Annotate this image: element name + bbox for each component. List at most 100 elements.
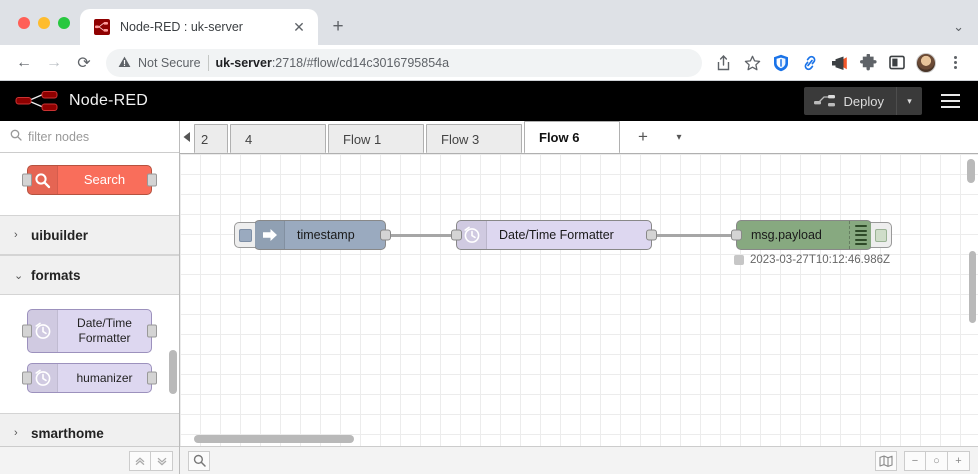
flow-tab-4[interactable]: 4 xyxy=(230,124,326,153)
canvas-vertical-scrollbar[interactable] xyxy=(967,159,975,183)
node-input-port xyxy=(22,173,32,187)
deploy-main-area[interactable]: Deploy xyxy=(804,87,896,115)
flow-node-inject-timestamp[interactable]: timestamp xyxy=(234,220,391,250)
url-path: :2718/#flow/cd14c3016795854a xyxy=(271,55,450,70)
address-bar-url: uk-server:2718/#flow/cd14c3016795854a xyxy=(216,56,450,70)
expand-all-icon[interactable] xyxy=(151,450,173,471)
node-red-app: Node-RED Deploy ▾ xyxy=(0,81,978,474)
deploy-label: Deploy xyxy=(843,93,884,109)
palette-category-formats[interactable]: ⌄ formats xyxy=(0,255,179,295)
flow-node-datetime-formatter[interactable]: Date/Time Formatter xyxy=(451,220,657,250)
search-icon xyxy=(10,129,22,144)
workspace-footer: − ○ + xyxy=(180,446,978,474)
shield-extension-icon[interactable] xyxy=(768,50,794,76)
back-button[interactable]: ← xyxy=(16,53,32,71)
reload-button[interactable]: ⟳ xyxy=(77,54,91,72)
tab-scroll-left-button[interactable] xyxy=(180,121,194,153)
chevron-right-icon: › xyxy=(14,229,18,241)
deploy-icon xyxy=(813,95,835,107)
inject-trigger-button[interactable] xyxy=(234,222,255,248)
palette-vertical-scrollbar[interactable] xyxy=(169,350,177,394)
tabstrip-chevron-down-icon[interactable]: ⌄ xyxy=(953,19,964,34)
palette-group-search: Search xyxy=(0,153,179,215)
close-window-button[interactable] xyxy=(18,17,30,29)
magnifier-icon xyxy=(28,166,58,194)
canvas-horizontal-scrollbar[interactable] xyxy=(194,435,354,443)
palette-node-humanizer[interactable]: humanizer xyxy=(22,363,157,393)
chevron-down-icon: ⌄ xyxy=(14,269,24,282)
profile-avatar[interactable] xyxy=(913,50,939,76)
browser-tab[interactable]: Node-RED : uk-server ✕ xyxy=(80,9,318,45)
flow-tab-flow-1[interactable]: Flow 1 xyxy=(328,124,424,153)
flow-tab-2[interactable]: 2 xyxy=(194,124,228,153)
browser-toolbar: ← → ⟳ Not Secure uk-server:2718/#flow/cd… xyxy=(0,45,978,81)
collapse-all-icon[interactable] xyxy=(129,450,151,471)
clock-icon xyxy=(28,310,58,352)
node-output-port[interactable] xyxy=(646,229,657,241)
search-flows-icon[interactable] xyxy=(188,450,210,471)
flow-list-chevron-down-icon[interactable]: ▾ xyxy=(676,131,682,143)
puzzle-extensions-icon[interactable] xyxy=(855,50,881,76)
new-tab-button[interactable]: + xyxy=(332,16,344,37)
maximize-window-button[interactable] xyxy=(58,17,70,29)
node-red-body: filter nodes Search xyxy=(0,121,978,474)
inject-arrow-icon xyxy=(255,221,285,249)
toolbar-icons xyxy=(710,50,968,76)
deploy-button[interactable]: Deploy ▾ xyxy=(803,87,922,115)
flow-canvas[interactable]: timestamp Date/Time F xyxy=(180,154,978,446)
palette-node-label: Search xyxy=(83,171,126,187)
node-output-port[interactable] xyxy=(380,229,391,241)
node-input-port xyxy=(22,371,32,385)
palette-footer xyxy=(0,446,179,474)
browser-tabstrip: Node-RED : uk-server ✕ + ⌄ xyxy=(0,0,978,45)
node-red-logo[interactable]: Node-RED xyxy=(14,89,148,113)
wire-inject-to-formatter xyxy=(386,234,471,237)
flow-tab-flow-6[interactable]: Flow 6 xyxy=(524,121,620,153)
sidepanel-icon[interactable] xyxy=(884,50,910,76)
close-tab-button[interactable]: ✕ xyxy=(293,18,305,35)
node-output-port xyxy=(147,371,157,385)
node-input-port[interactable] xyxy=(731,229,742,241)
forward-button[interactable]: → xyxy=(46,53,62,71)
chrome-menu-icon[interactable] xyxy=(942,50,968,76)
palette-category-label: uibuilder xyxy=(31,227,88,243)
main-menu-hamburger-icon[interactable] xyxy=(934,87,966,115)
debug-enable-toggle-button[interactable] xyxy=(871,222,892,248)
zoom-out-button[interactable]: − xyxy=(904,450,926,471)
node-status-text: 2023-03-27T10:12:46.986Z xyxy=(734,254,890,266)
palette-category-smarthome[interactable]: › smarthome xyxy=(0,413,179,446)
zoom-in-button[interactable]: + xyxy=(948,450,970,471)
palette-node-label: humanizer xyxy=(76,370,133,385)
flow-node-label: timestamp xyxy=(297,228,355,242)
sidebar-divider-scrollbar[interactable] xyxy=(969,251,976,323)
map-navigator-icon[interactable] xyxy=(875,450,897,471)
avatar-image xyxy=(916,52,936,73)
flow-tab-label: 4 xyxy=(245,131,253,147)
node-status-label: 2023-03-27T10:12:46.986Z xyxy=(750,254,891,266)
flow-tab-label: Flow 1 xyxy=(343,131,382,147)
not-secure-triangle-icon xyxy=(118,56,131,70)
palette-node-datetime-formatter[interactable]: Date/Time Formatter xyxy=(22,309,157,353)
debug-lines-icon xyxy=(849,221,871,249)
clock-icon xyxy=(457,221,487,249)
bookmark-star-icon[interactable] xyxy=(739,50,765,76)
address-bar[interactable]: Not Secure uk-server:2718/#flow/cd14c301… xyxy=(106,48,702,77)
add-flow-button[interactable]: + xyxy=(638,127,648,146)
deploy-dropdown-chevron-icon[interactable]: ▾ xyxy=(896,87,922,115)
app-title: Node-RED xyxy=(69,92,148,109)
palette-category-uibuilder[interactable]: › uibuilder xyxy=(0,215,179,255)
share-icon[interactable] xyxy=(710,50,736,76)
security-label: Not Secure xyxy=(138,55,201,70)
kebab-dots xyxy=(953,56,957,69)
minimize-window-button[interactable] xyxy=(38,17,50,29)
megaphone-extension-icon[interactable] xyxy=(826,50,852,76)
zoom-reset-button[interactable]: ○ xyxy=(926,450,948,471)
flow-node-debug-msg-payload[interactable]: msg.payload xyxy=(731,220,892,250)
status-grey-square-icon xyxy=(734,255,744,265)
palette-filter-input[interactable]: filter nodes xyxy=(0,121,179,153)
node-input-port[interactable] xyxy=(451,229,462,241)
palette-node-search[interactable]: Search xyxy=(22,165,157,195)
link-extension-icon[interactable] xyxy=(797,50,823,76)
flow-tab-flow-3[interactable]: Flow 3 xyxy=(426,124,522,153)
node-input-port xyxy=(22,324,32,338)
